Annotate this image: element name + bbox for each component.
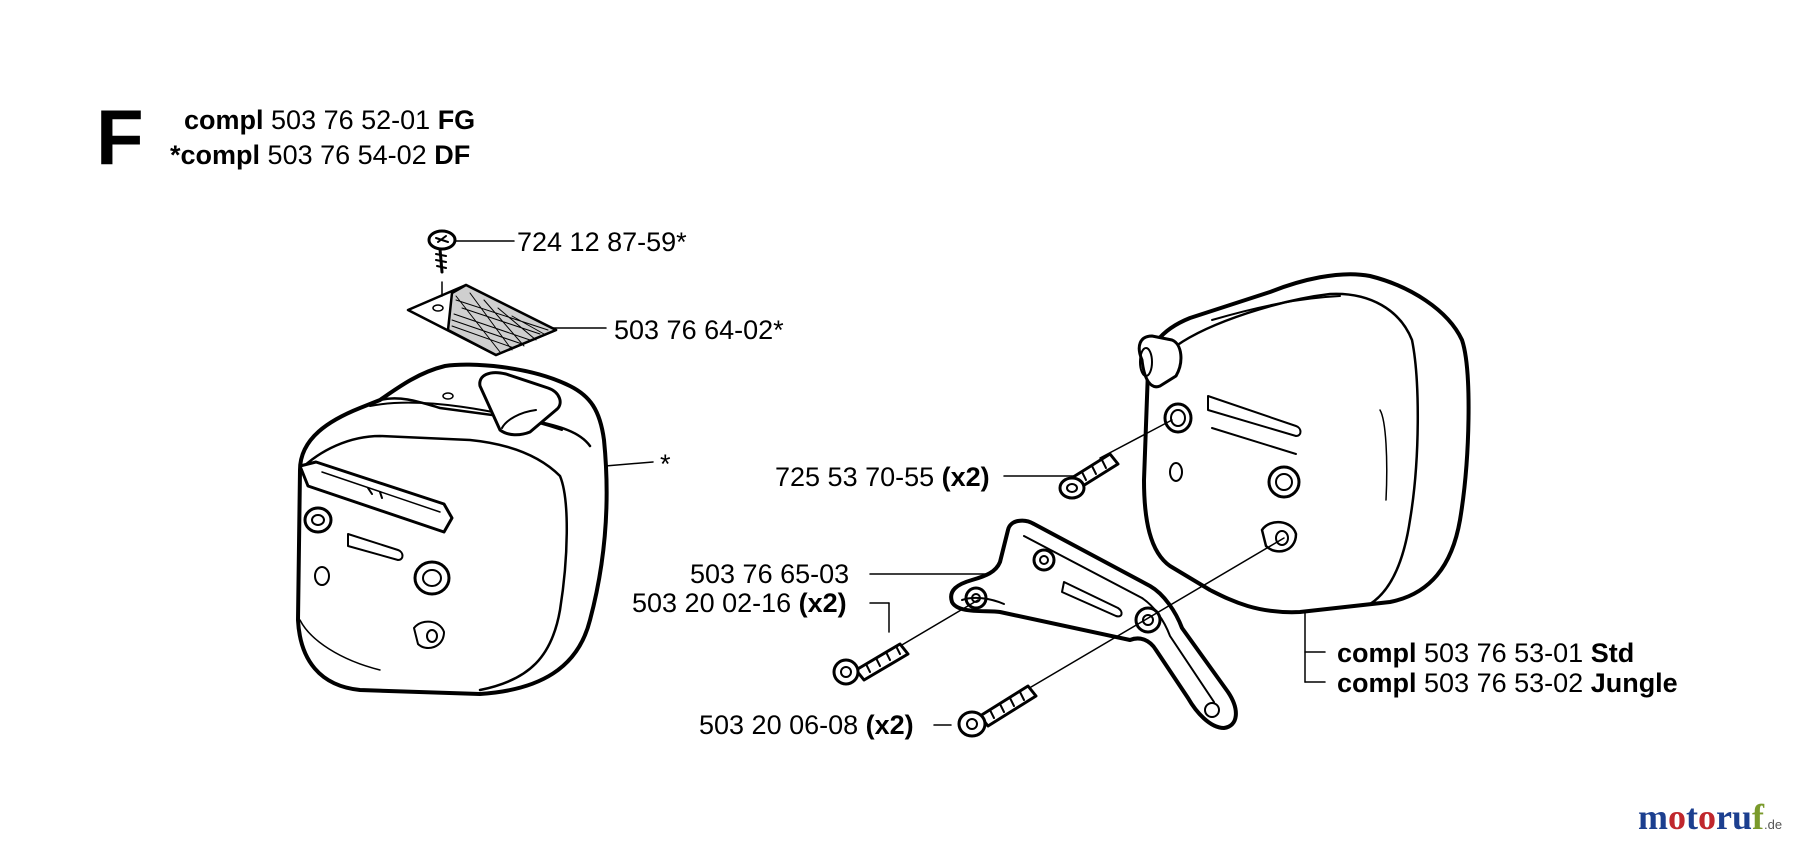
bolt-upper-icon <box>1058 419 1173 500</box>
logo-letter: t <box>1686 797 1698 837</box>
part-number: 725 53 70-55 <box>775 462 935 492</box>
logo-letter: o <box>1698 797 1716 837</box>
spark-screen-icon <box>406 281 558 393</box>
part-label-bolt-long: 503 20 06-08 (x2) <box>699 712 914 739</box>
bolt-short-icon <box>832 599 979 686</box>
header-kit-suffix: FG <box>437 105 476 135</box>
logo-letter: o <box>1668 797 1686 837</box>
muffler-assembly-jungle: compl 503 76 53-02 Jungle <box>1337 670 1678 697</box>
header-kit-number: 503 76 52-01 <box>271 105 431 135</box>
logo-letter: f <box>1752 797 1765 837</box>
logo-domain: .de <box>1764 817 1783 832</box>
part-label-bolt-short: 503 20 02-16 (x2) <box>632 590 847 617</box>
section-letter: F <box>96 93 144 181</box>
part-number: 503 20 02-16 <box>632 588 792 618</box>
header-kit-number: 503 76 54-02 <box>267 140 427 170</box>
muffler-assembly-std: compl 503 76 53-01 Std <box>1337 640 1634 667</box>
part-number: 724 12 87-59* <box>517 227 687 257</box>
assembly-number: 503 76 53-02 <box>1424 668 1584 698</box>
part-qty: (x2) <box>941 462 990 492</box>
part-qty: (x2) <box>865 710 914 740</box>
part-number: 503 76 64-02* <box>614 315 784 345</box>
logo-letter: m <box>1638 797 1668 837</box>
header-kit-fg: compl 503 76 52-01 FG <box>184 107 475 134</box>
header-kit-suffix: DF <box>434 140 471 170</box>
muffler-icon <box>1137 272 1471 615</box>
part-label-screen: 503 76 64-02* <box>614 317 784 344</box>
header-kit-prefix: *compl <box>170 140 261 170</box>
header-kit-prefix: compl <box>184 105 264 135</box>
bracket-icon <box>949 518 1238 730</box>
logo-letter: u <box>1731 797 1753 837</box>
part-number: 503 20 06-08 <box>699 710 859 740</box>
part-label-bracket: 503 76 65-03 <box>690 561 849 588</box>
assembly-prefix: compl <box>1337 638 1417 668</box>
motoruf-logo: motoruf.de <box>1638 796 1782 838</box>
assembly-prefix: compl <box>1337 668 1417 698</box>
logo-letter: r <box>1716 797 1732 837</box>
assembly-number: 503 76 53-01 <box>1424 638 1584 668</box>
part-qty: (x2) <box>798 588 847 618</box>
muffler-cover-icon <box>296 362 609 696</box>
bolt-long-icon <box>957 537 1285 738</box>
screw-top-icon <box>427 229 457 274</box>
part-number: 503 76 65-03 <box>690 559 850 589</box>
part-label-bolt-upper: 725 53 70-55 (x2) <box>775 464 990 491</box>
assembly-suffix: Std <box>1590 638 1635 668</box>
part-number: * <box>660 449 671 479</box>
part-label-cover: * <box>660 451 671 478</box>
header-kit-df: *compl 503 76 54-02 DF <box>170 142 470 169</box>
assembly-suffix: Jungle <box>1590 668 1678 698</box>
part-label-screw-top: 724 12 87-59* <box>517 229 687 256</box>
